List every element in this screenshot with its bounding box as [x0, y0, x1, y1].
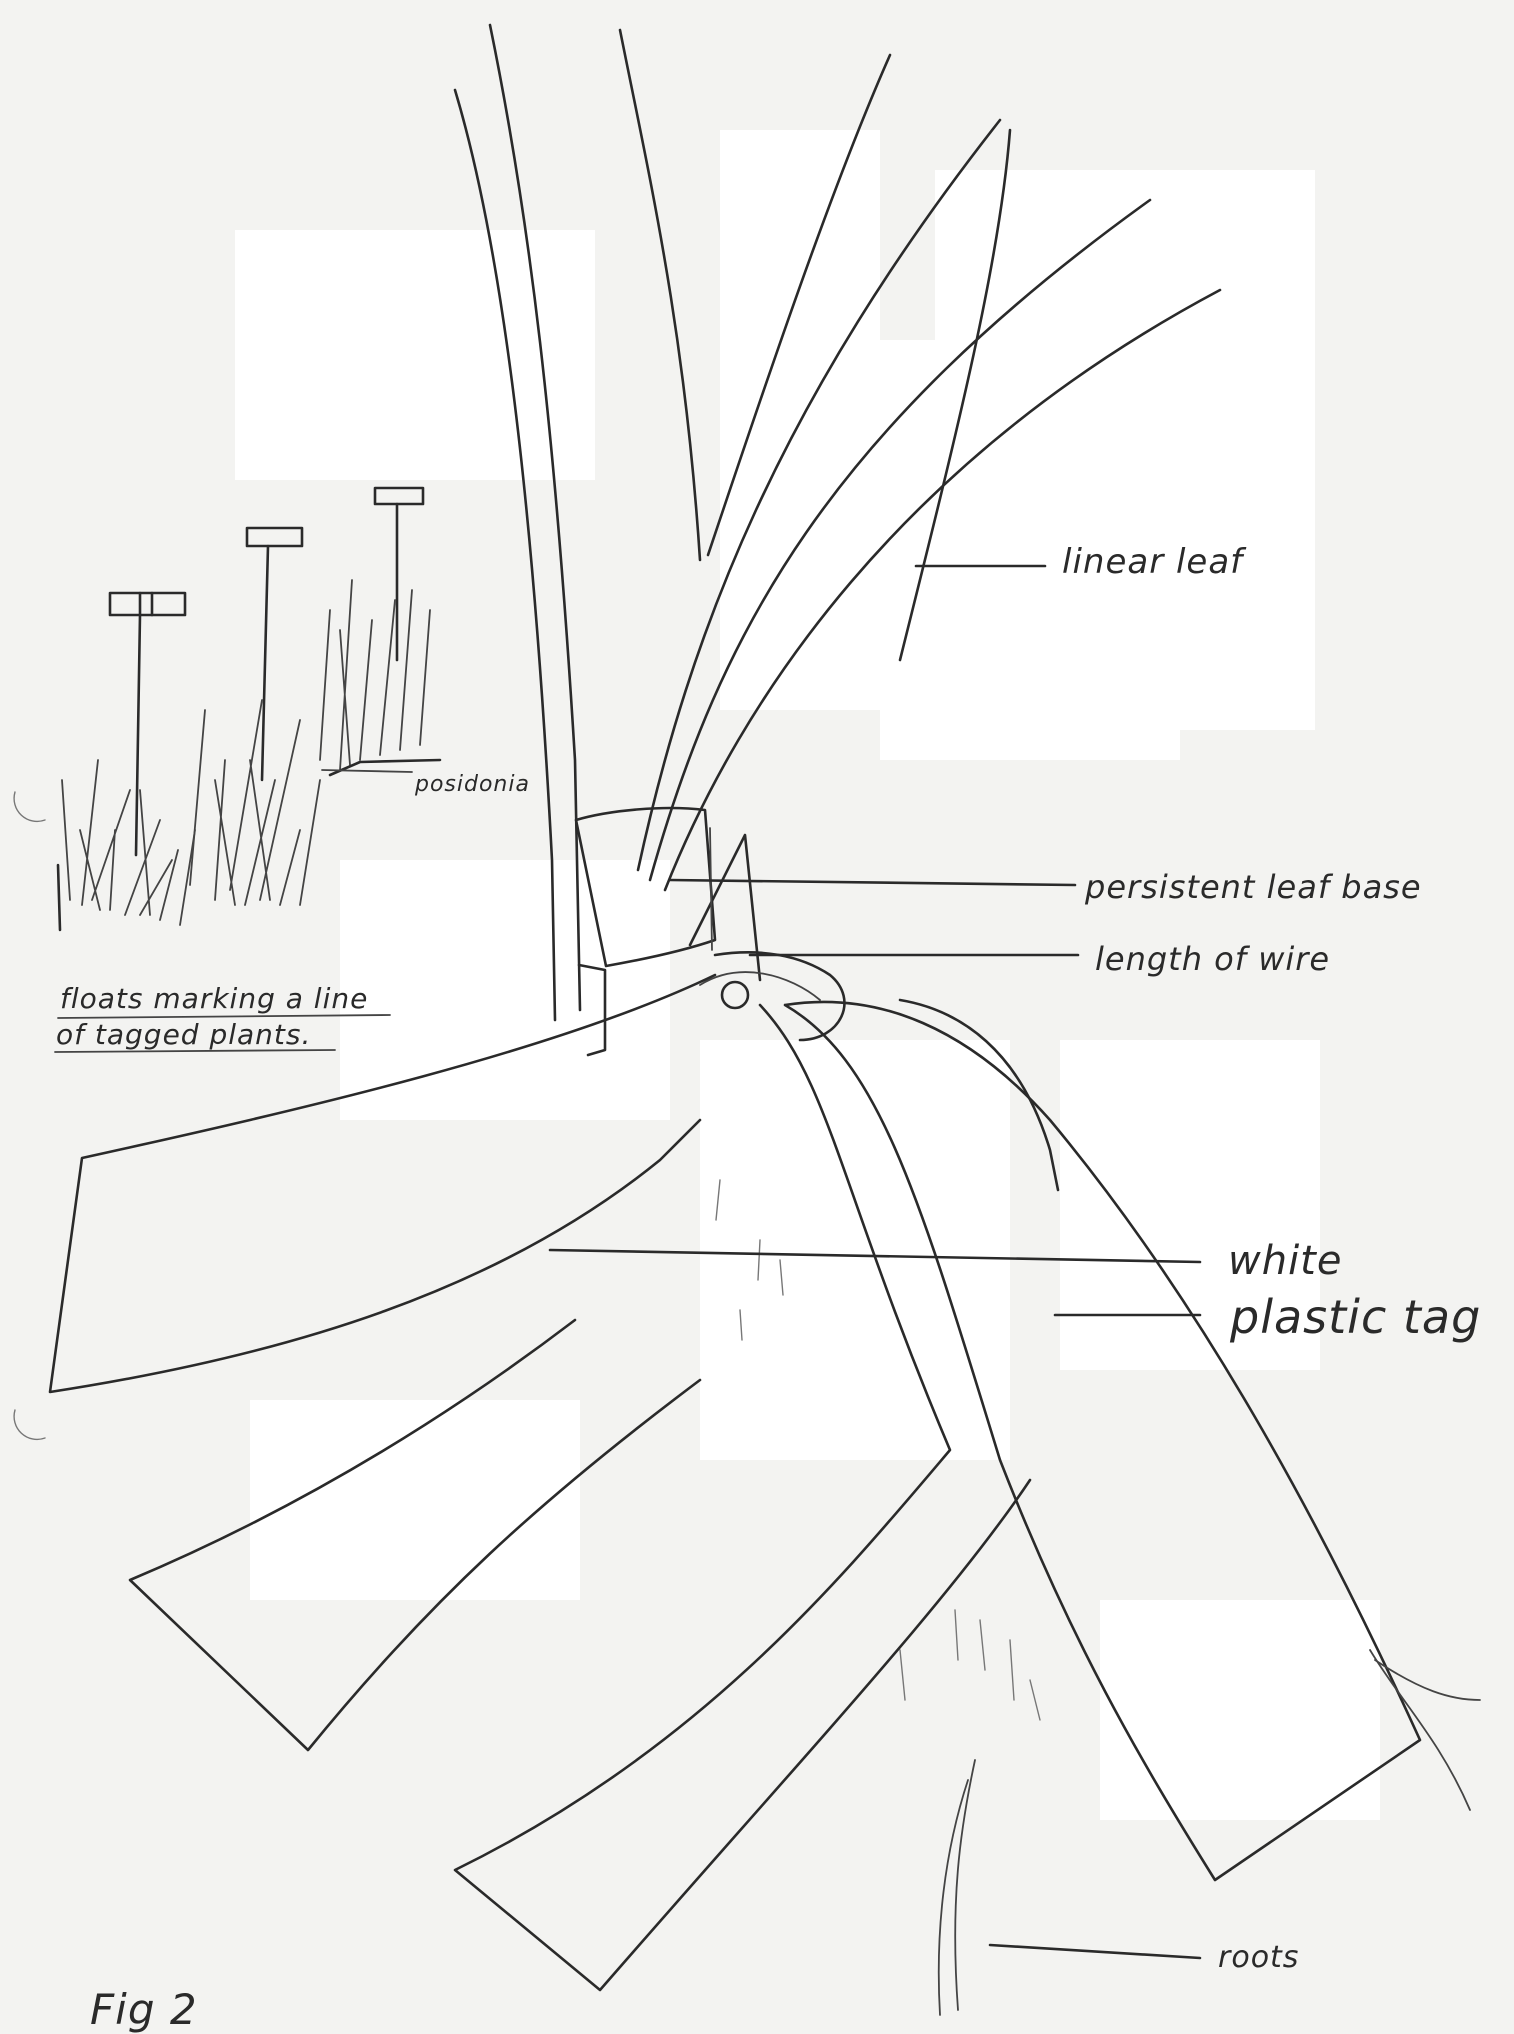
- float-markers: [110, 488, 423, 855]
- figure-label: Fig 2: [90, 1985, 198, 2034]
- label-plastic-tag: plastic tag: [1230, 1290, 1481, 1344]
- label-floats-line2: of tagged plants.: [56, 1018, 311, 1051]
- wire-and-tag-loop: [700, 952, 844, 1040]
- binding-holes: [14, 792, 45, 1439]
- label-posidonia: posidonia: [415, 772, 530, 797]
- label-persistent-leaf-base: persistent leaf base: [1085, 868, 1422, 906]
- label-roots: roots: [1218, 1940, 1299, 1975]
- label-floats-line1: floats marking a line: [60, 982, 368, 1015]
- label-white: white: [1228, 1238, 1342, 1284]
- label-linear-leaf: linear leaf: [1062, 542, 1243, 582]
- label-length-of-wire: length of wire: [1095, 940, 1330, 978]
